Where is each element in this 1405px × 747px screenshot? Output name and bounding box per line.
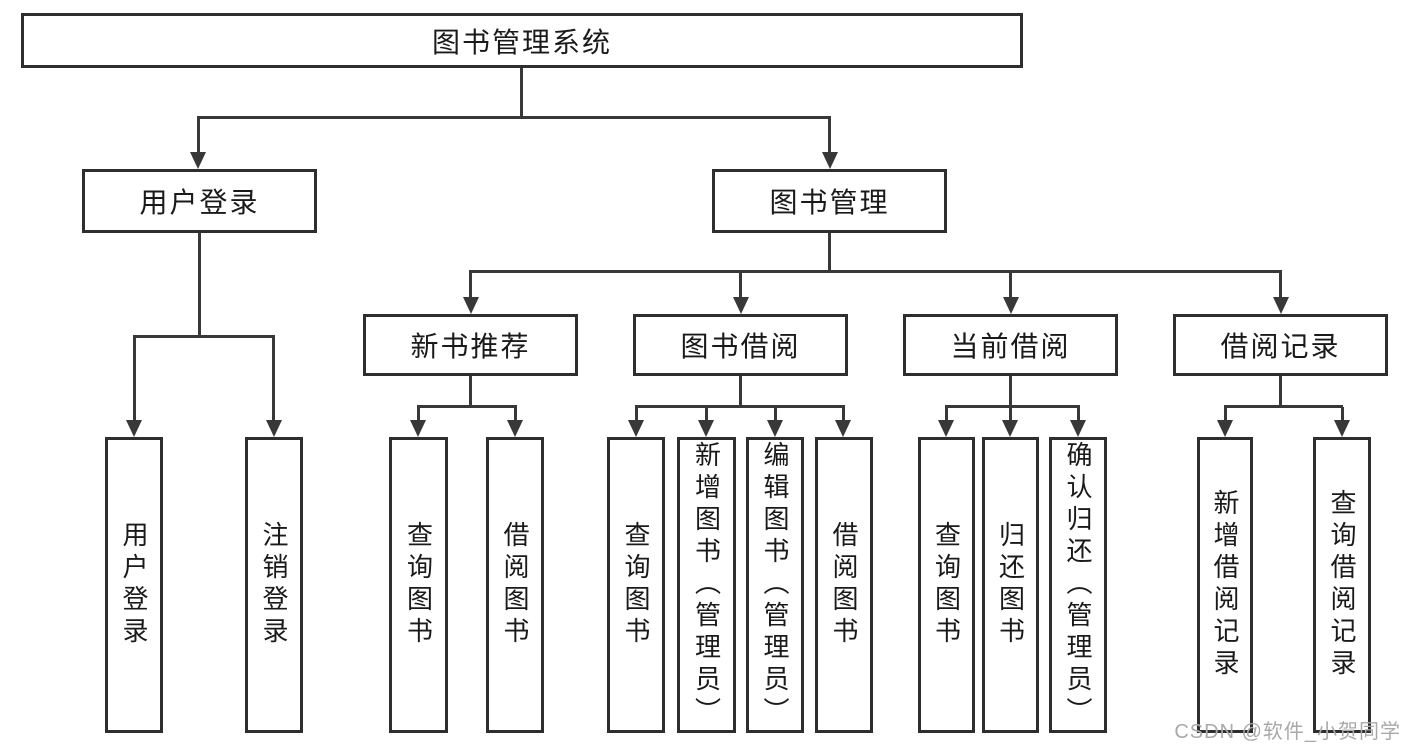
connector-line (1009, 407, 1012, 422)
arrowhead-icon (410, 420, 426, 437)
connector-line (945, 407, 948, 422)
connector-line (417, 407, 420, 422)
connector-line (1077, 407, 1080, 422)
connector-line (828, 118, 831, 153)
node-book-management: 图书管理 (712, 169, 947, 233)
arrowhead-icon (938, 420, 954, 437)
leaf-logout: 注销登录 (245, 437, 303, 733)
arrowhead-icon (1334, 420, 1350, 437)
leaf-query-books-3: 查询图书 (918, 437, 975, 733)
connector-line (469, 272, 472, 298)
connector-line (1224, 407, 1227, 422)
arrowhead-icon (507, 420, 523, 437)
node-current-borrow: 当前借阅 (903, 314, 1118, 376)
leaf-borrow-books-2: 借阅图书 (815, 437, 873, 733)
leaf-query-borrow-record: 查询借阅记录 (1313, 437, 1371, 733)
leaf-return-book: 归还图书 (982, 437, 1039, 733)
connector-line (1009, 272, 1012, 298)
arrowhead-icon (1217, 420, 1233, 437)
arrowhead-icon (190, 152, 206, 169)
connector-line (272, 337, 275, 422)
connector-line (198, 233, 201, 337)
node-library-management-system: 图书管理系统 (21, 13, 1023, 68)
arrowhead-icon (266, 420, 282, 437)
leaf-borrow-books: 借阅图书 (486, 437, 544, 733)
connector-line (739, 376, 742, 407)
connector-line (133, 337, 136, 422)
node-new-book-recommend: 新书推荐 (363, 314, 578, 376)
arrowhead-icon (835, 420, 851, 437)
arrowhead-icon (698, 420, 714, 437)
connector-line (417, 405, 517, 408)
leaf-add-borrow-record: 新增借阅记录 (1197, 437, 1253, 733)
arrowhead-icon (1070, 420, 1086, 437)
connector-line (828, 233, 831, 272)
leaf-confirm-return-admin: 确认归还（管理员） (1049, 437, 1107, 733)
connector-line (945, 405, 1080, 408)
leaf-query-books-2: 查询图书 (607, 437, 665, 733)
connector-line (1279, 376, 1282, 407)
node-book-borrow: 图书借阅 (633, 314, 848, 376)
connector-line (197, 118, 200, 153)
connector-line (520, 68, 523, 118)
connector-line (842, 407, 845, 422)
leaf-query-books: 查询图书 (389, 437, 448, 733)
connector-line (1341, 407, 1344, 422)
connector-line (739, 272, 742, 298)
arrowhead-icon (126, 420, 142, 437)
arrowhead-icon (628, 420, 644, 437)
arrowhead-icon (822, 152, 838, 169)
connector-line (133, 335, 275, 338)
leaf-edit-book-admin: 编辑图书（管理员） (746, 437, 804, 733)
connector-line (1279, 272, 1282, 298)
arrowhead-icon (463, 297, 479, 314)
connector-line (705, 407, 708, 422)
leaf-add-book-admin: 新增图书（管理员） (677, 437, 736, 733)
arrowhead-icon (733, 297, 749, 314)
connector-line (635, 405, 845, 408)
arrowhead-icon (767, 420, 783, 437)
watermark-text: CSDN @软件_小贺同学 (1174, 721, 1401, 743)
connector-line (1009, 376, 1012, 407)
connector-line (1224, 405, 1343, 408)
arrowhead-icon (1002, 420, 1018, 437)
leaf-user-login: 用户登录 (105, 437, 163, 733)
connector-line (469, 376, 472, 407)
arrowhead-icon (1003, 297, 1019, 314)
connector-line (774, 407, 777, 422)
node-borrow-records: 借阅记录 (1173, 314, 1388, 376)
connector-line (635, 407, 638, 422)
node-user-login: 用户登录 (82, 169, 317, 233)
connector-line (469, 270, 1282, 273)
connector-line (197, 116, 831, 119)
arrowhead-icon (1273, 297, 1289, 314)
connector-line (514, 407, 517, 422)
